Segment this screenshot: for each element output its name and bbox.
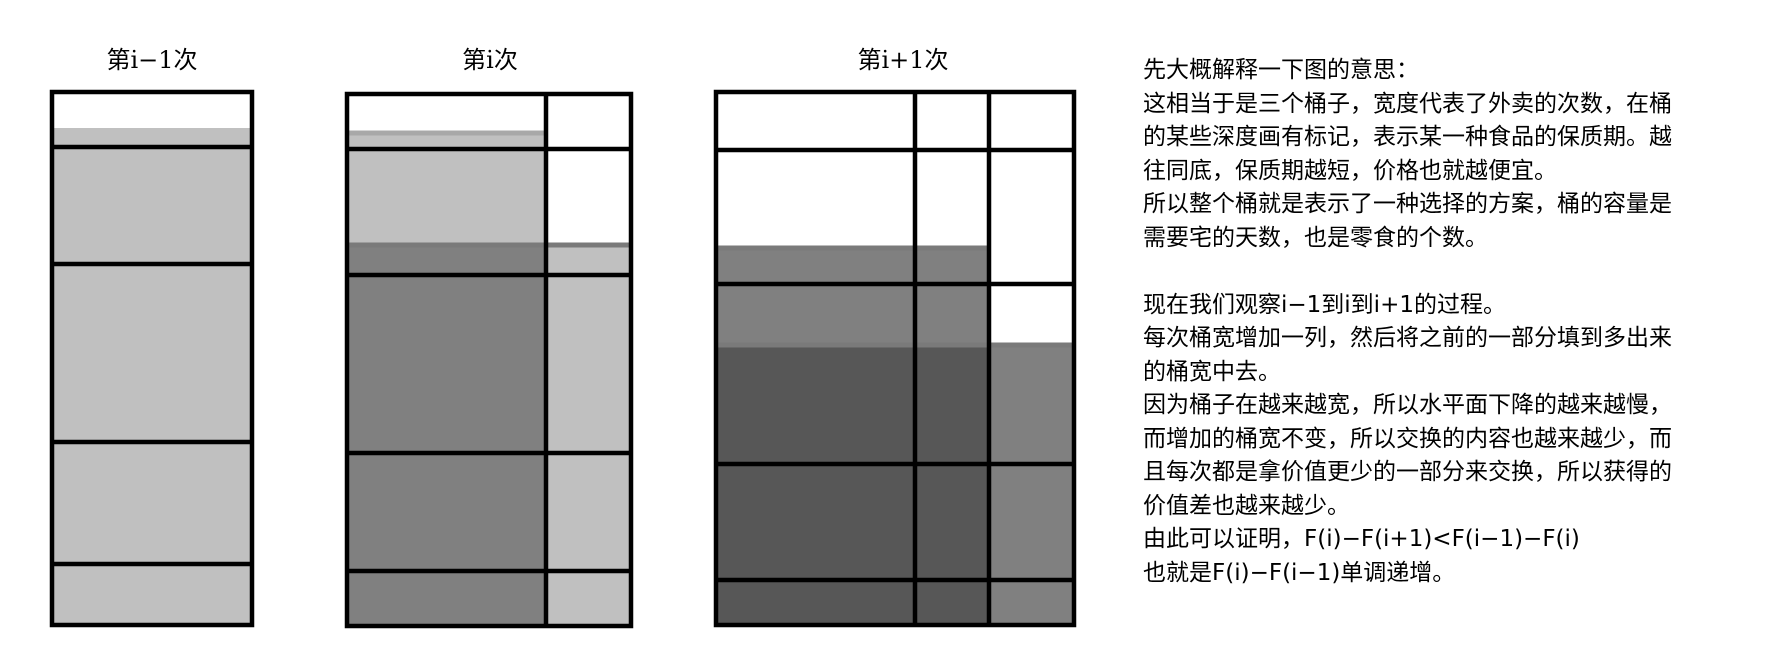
explanation-line: 往同底，保质期越短，价格也就越便宜。 [1143,157,1557,184]
bucket-3-fill-medium [716,247,989,345]
explanation-line: 需要宅的天数，也是零食的个数。 [1143,224,1488,251]
explanation-text: 先大概解释一下图的意思： 这相当于是三个桶子，宽度代表了外卖的次数，在桶 的某些… [1143,54,1768,590]
bucket-3-title: 第i+1次 [857,46,949,74]
bucket-3-outline [713,89,1077,628]
explanation-line: 价值差也越来越少。 [1143,492,1350,519]
explanation-line: 由此可以证明，F(i)−F(i+1)<F(i−1)−F(i) [1143,526,1580,552]
bucket-i-minus-1 [49,89,255,628]
explanation-line: 每次桶宽增加一列，然后将之前的一部分填到多出来 [1143,325,1672,351]
bucket-i-plus-1 [713,89,1077,628]
bucket-1-title: 第i−1次 [106,46,198,74]
explanation-line: 也就是F(i)−F(i−1)单调递增。 [1143,559,1456,586]
explanation-line: 先大概解释一下图的意思： [1143,57,1419,83]
explanation-line: 现在我们观察i−1到i到i+1的过程。 [1143,291,1506,318]
explanation-line: 而增加的桶宽不变，所以交换的内容也越来越少，而 [1143,425,1672,452]
bucket-2-fill-new-column [546,245,631,626]
bucket-1-fill [52,128,252,625]
bucket-2-fill-medium [347,245,546,626]
explanation-line: 因为桶子在越来越宽，所以水平面下降的越来越慢， [1143,392,1672,418]
explanation-line: 且每次都是拿价值更少的一部分来交换，所以获得的 [1143,459,1672,485]
bucket-3-fill-new-column [989,345,1074,625]
bucket-2-outline [344,91,634,629]
bucket-1-outline [49,89,255,628]
paragraph-gap [1143,255,1768,289]
bucket-3-fill-dark [716,345,989,625]
bucket-i [344,91,634,629]
explanation-line: 的某些深度画有标记，表示某一种食品的保质期。越 [1143,124,1672,150]
bucket-2-title: 第i次 [462,46,518,74]
explanation-line: 所以整个桶就是表示了一种选择的方案，桶的容量是 [1143,191,1672,217]
explanation-line: 的桶宽中去。 [1143,358,1281,385]
explanation-line: 这相当于是三个桶子，宽度代表了外卖的次数，在桶 [1143,90,1672,117]
